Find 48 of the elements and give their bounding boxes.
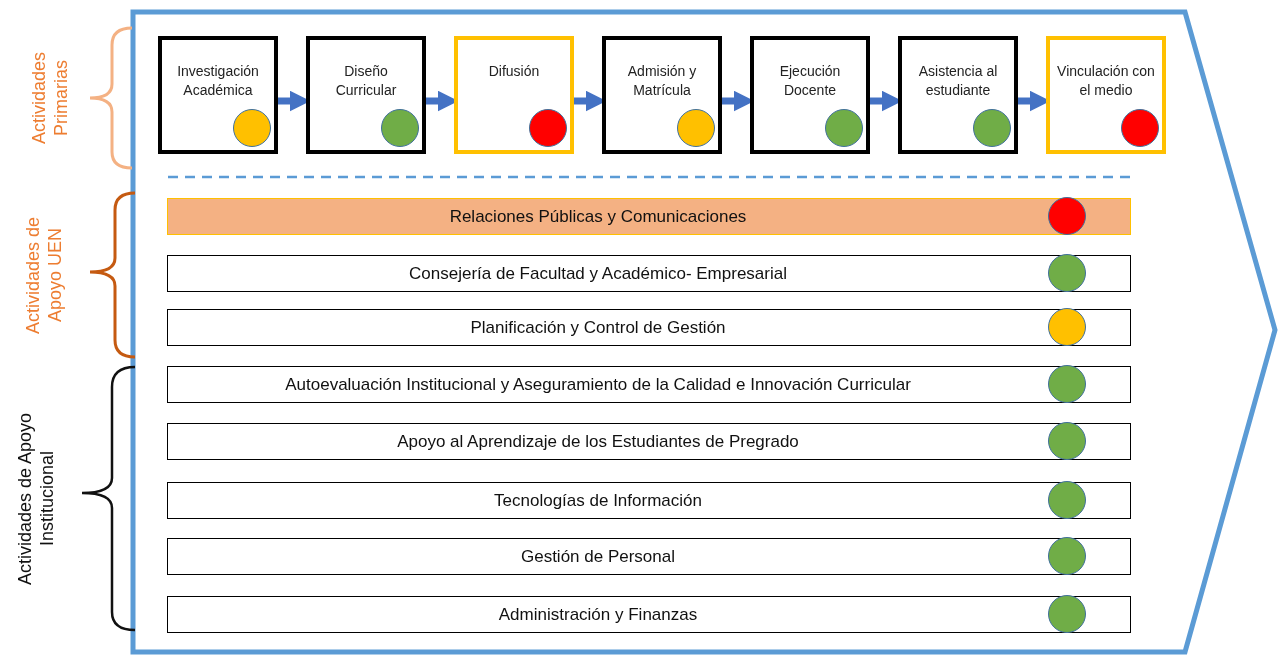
activity-label: Investigación Académica	[176, 62, 260, 100]
status-dot	[973, 109, 1011, 147]
activity-bar	[167, 482, 1131, 519]
status-dot	[1048, 197, 1086, 235]
status-dot	[1048, 481, 1086, 519]
activity-box	[898, 36, 1018, 154]
activity-bar	[167, 309, 1131, 346]
status-dot	[825, 109, 863, 147]
activity-label: Difusión	[487, 62, 541, 81]
status-dot	[677, 109, 715, 147]
activity-label: Apoyo al Aprendizaje de los Estudiantes de Pregrado	[396, 432, 800, 452]
activity-label: Admisión y Matrícula	[626, 62, 698, 100]
activity-label: Tecnologías de Información	[493, 491, 703, 511]
activity-box	[1046, 36, 1166, 154]
activity-box	[750, 36, 870, 154]
activity-label: Vinculación con el medio	[1056, 62, 1156, 100]
status-dot	[529, 109, 567, 147]
activity-bar	[167, 596, 1131, 633]
activity-label: Gestión de Personal	[519, 547, 676, 567]
activity-label: Administración y Finanzas	[497, 605, 699, 625]
activity-box	[602, 36, 722, 154]
activity-label: Diseño Curricular	[334, 62, 398, 100]
status-dot	[1048, 537, 1086, 575]
activity-label: Planificación y Control de Gestión	[469, 318, 727, 338]
activity-label: Autoevaluación Institucional y Aseguramiento de la Calidad e Innovación Curricular	[284, 375, 912, 395]
status-dot	[233, 109, 271, 147]
status-dot	[1048, 422, 1086, 460]
status-dot	[1048, 595, 1086, 633]
activity-label: Ejecución Docente	[778, 62, 842, 100]
status-dot	[1048, 365, 1086, 403]
activity-label: Relaciones Públicas y Comunicaciones	[448, 207, 748, 227]
status-dot	[381, 109, 419, 147]
activity-bar	[167, 198, 1131, 235]
status-dot	[1048, 254, 1086, 292]
activity-box	[306, 36, 426, 154]
status-dot	[1121, 109, 1159, 147]
activity-bar	[167, 366, 1131, 403]
activity-box	[158, 36, 278, 154]
activity-bar	[167, 423, 1131, 460]
activity-label: Asistencia al estudiante	[917, 62, 999, 100]
activity-box	[454, 36, 574, 154]
activity-bar	[167, 255, 1131, 292]
group-label: Actividades Primarias	[28, 50, 72, 147]
activity-bar	[167, 538, 1131, 575]
group-label: Actividades de Apoyo UEN	[22, 215, 66, 336]
group-label: Actividades de Apoyo Institucional	[14, 411, 58, 587]
status-dot	[1048, 308, 1086, 346]
activity-label: Consejería de Facultad y Académico- Empresarial	[408, 264, 788, 284]
